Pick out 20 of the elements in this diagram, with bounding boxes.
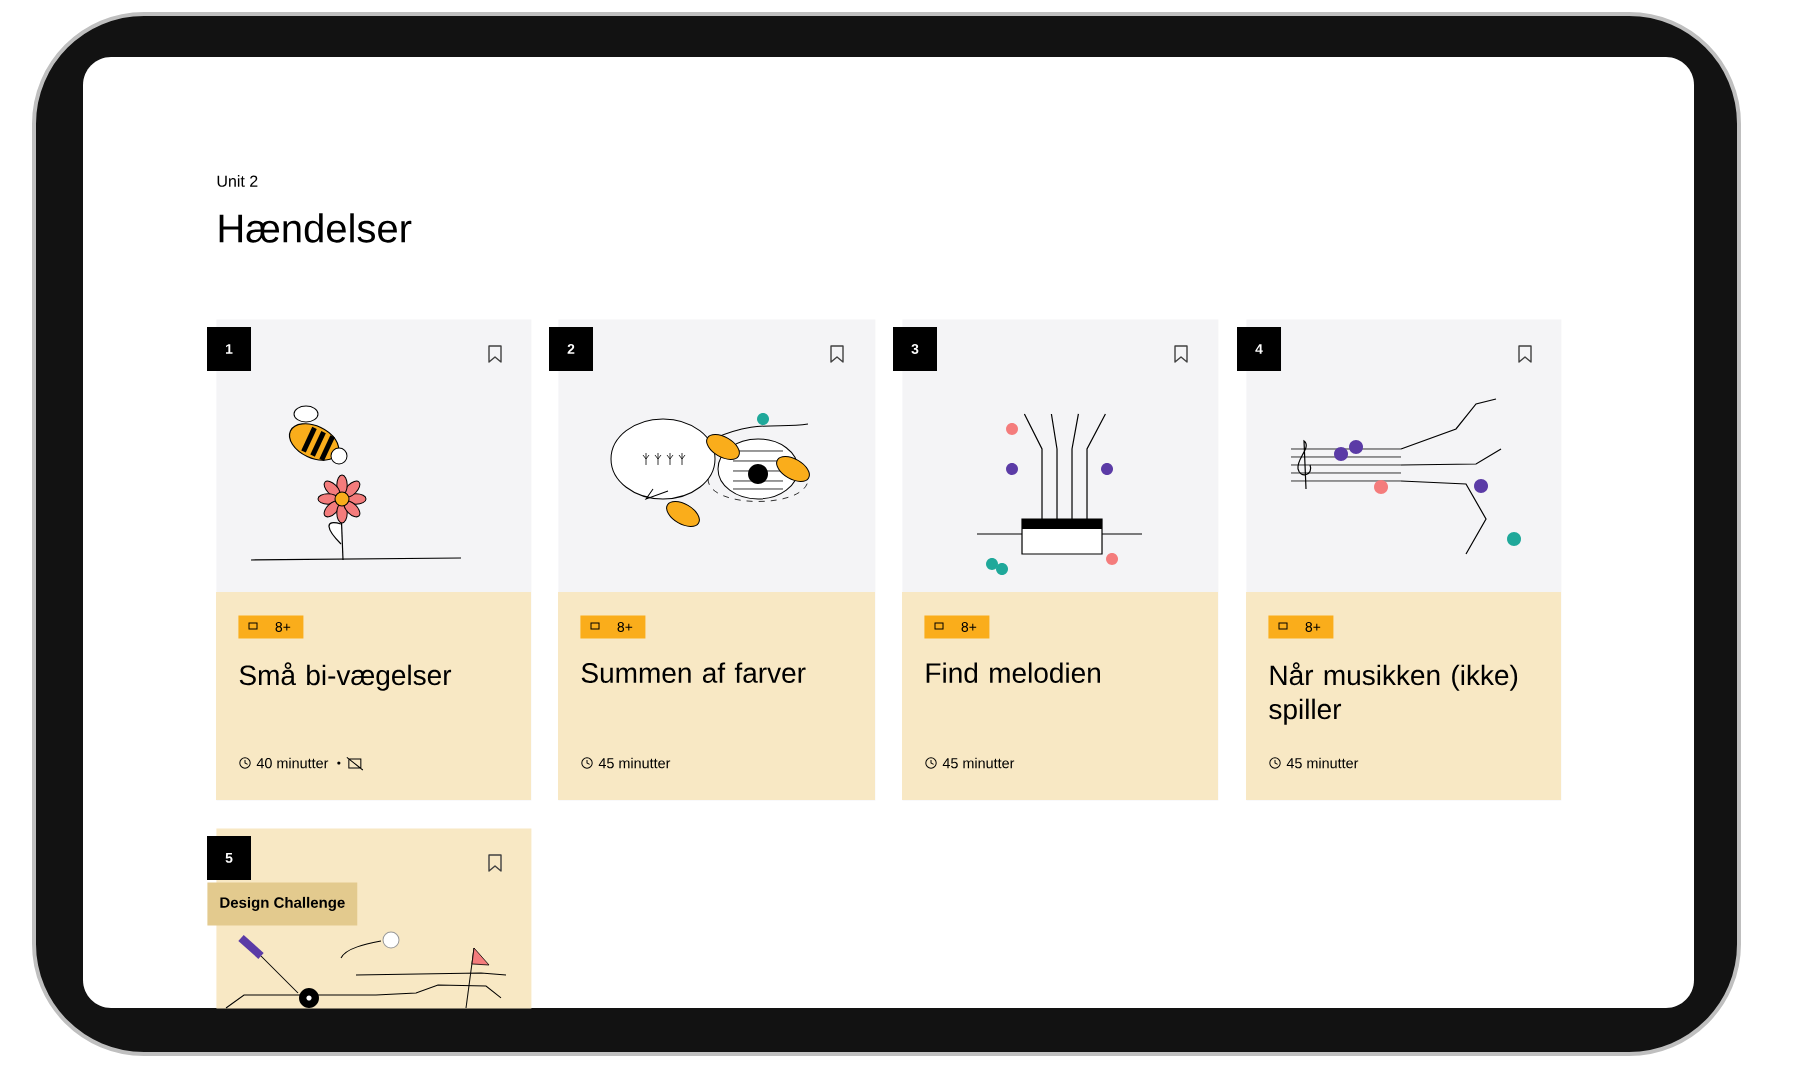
number-badge: 2 xyxy=(549,327,593,371)
card-title: Summen af farver xyxy=(581,662,806,683)
number-badge: 5 xyxy=(207,836,251,880)
duration-text: 40 minutter xyxy=(256,757,329,769)
duration-text: 45 minutter xyxy=(942,757,1015,769)
unit-label: Unit 2 xyxy=(217,175,258,187)
age-badge: 8+ xyxy=(580,615,646,639)
age-badge: 8+ xyxy=(924,615,990,639)
category-badge: Design Challenge xyxy=(207,882,358,926)
age-badge: 8+ xyxy=(238,615,304,639)
duration-text: 45 minutter xyxy=(1286,757,1359,769)
number-badge: 1 xyxy=(207,327,251,371)
card-title: Små bi-vægelser xyxy=(239,662,452,691)
card-title: Find melodien xyxy=(926,662,1100,683)
age-badge: 8+ xyxy=(1268,615,1334,639)
number-badge: 3 xyxy=(893,327,937,371)
number-badge: 4 xyxy=(1237,327,1281,371)
duration-text: 45 minutter xyxy=(598,757,671,769)
page-title: Hændelser xyxy=(219,213,412,243)
card-title: Når musikken (ikke) spiller xyxy=(1269,662,1518,725)
